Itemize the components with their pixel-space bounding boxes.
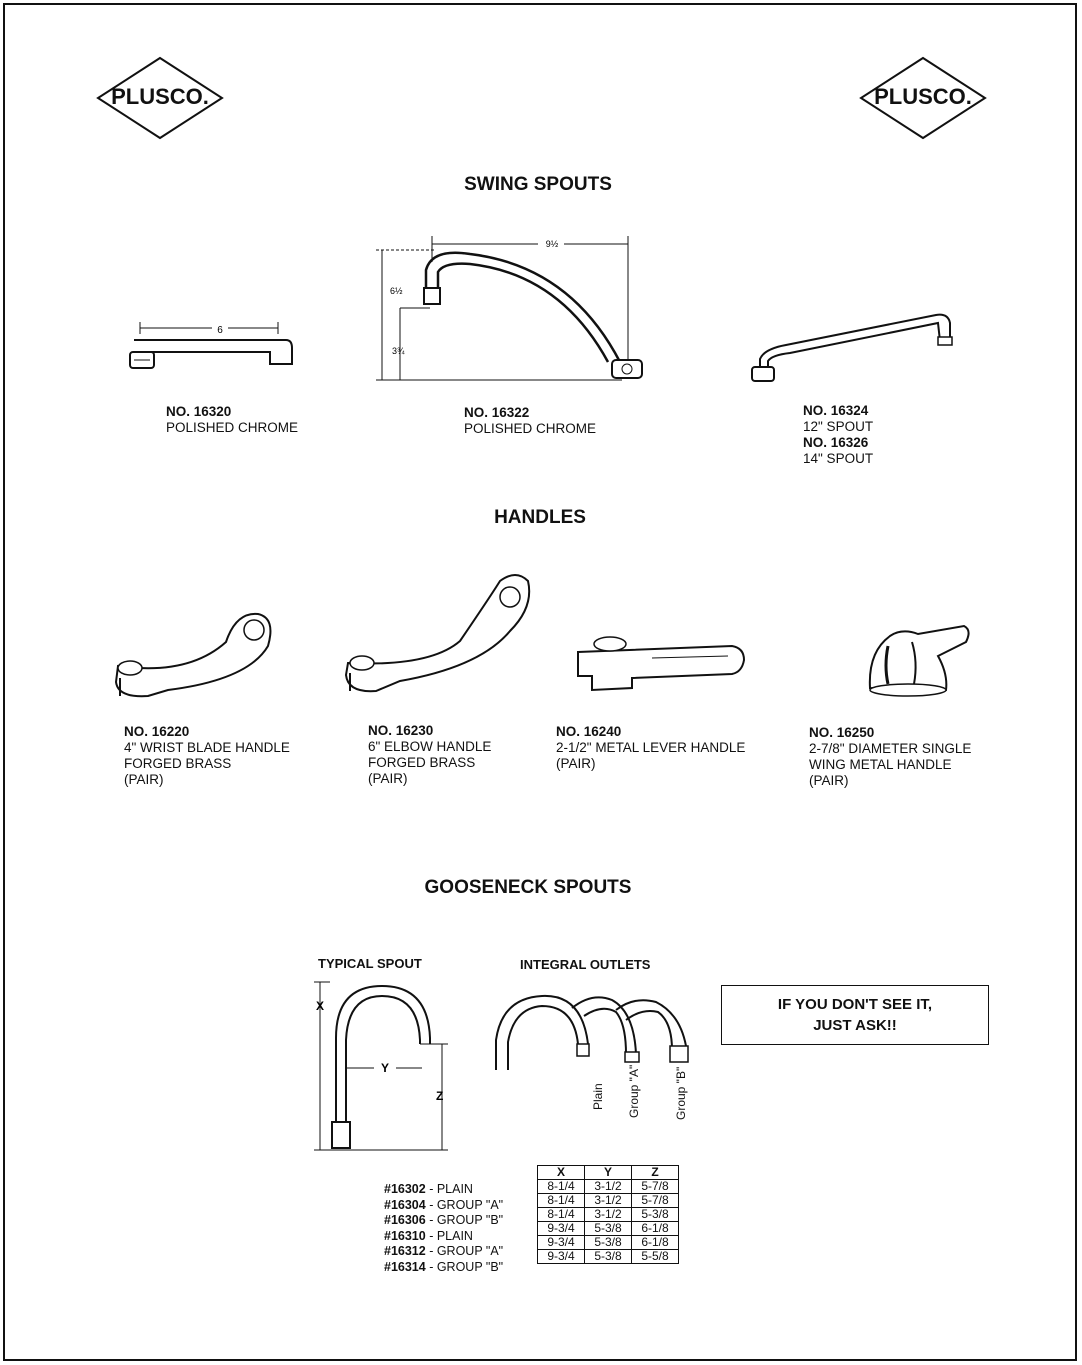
caption-16240: NO. 16240 2-1/2" METAL LEVER HANDLE (PAI… — [556, 724, 746, 771]
handle-16220-illustration — [114, 612, 272, 698]
notice-line-1: IF YOU DON'T SEE IT, — [777, 996, 933, 1013]
table-header-row: X Y Z — [537, 1165, 679, 1180]
caption-16220: NO. 16220 4" WRIST BLADE HANDLE FORGED B… — [124, 724, 290, 787]
list-item: #16310 - PLAIN — [384, 1228, 473, 1243]
list-item: #16306 - GROUP "B" — [384, 1213, 504, 1227]
notice-line-2: JUST ASK!! — [813, 1017, 897, 1034]
outlet-plain-label: Plain — [591, 1083, 605, 1110]
section-title-handles: HANDLES — [494, 507, 586, 528]
section-title-gooseneck-spouts: GOOSENECK SPOUTS — [424, 877, 632, 898]
svg-text:Z: Z — [436, 1089, 443, 1103]
logo-text: PLUSCO. — [111, 84, 209, 109]
section-title-swing-spouts: SWING SPOUTS — [464, 174, 612, 195]
logo-text: PLUSCO. — [874, 84, 972, 109]
list-item: #16304 - GROUP "A" — [384, 1197, 504, 1212]
caption-16250: NO. 16250 2-7/8" DIAMETER SINGLE WING ME… — [809, 725, 972, 788]
caption-16320: NO. 16320 POLISHED CHROME — [166, 404, 299, 435]
spout-16322-illustration: 9½ 6½ 3¾ — [376, 236, 643, 381]
model-list: #16302 - PLAIN #16304 - GROUP "A" #16306… — [384, 1182, 503, 1275]
caption-16324: NO. 16324 12" SPOUT NO. 16326 14" SPOUT — [803, 403, 874, 466]
plusco-logo-right: PLUSCO. — [859, 56, 987, 140]
integral-outlets-illustration — [495, 994, 689, 1070]
outlet-group-b-label: Group "B" — [674, 1066, 688, 1120]
svg-text:3¾: 3¾ — [392, 346, 405, 356]
list-item: #16302 - PLAIN — [384, 1182, 473, 1196]
svg-text:X: X — [316, 999, 324, 1013]
list-item: #16314 - GROUP "B" — [384, 1259, 504, 1274]
svg-text:Y: Y — [381, 1061, 389, 1075]
svg-text:6½: 6½ — [390, 286, 403, 296]
page-border — [3, 3, 1077, 1361]
caption-16230: NO. 16230 6" ELBOW HANDLE FORGED BRASS (… — [368, 723, 492, 786]
plusco-logo-left: PLUSCO. — [96, 56, 224, 140]
handle-16230-illustration — [344, 574, 531, 693]
caption-16322: NO. 16322 POLISHED CHROME — [464, 405, 597, 436]
dim-6: 6 — [217, 325, 223, 336]
typical-spout-illustration: X Y Z — [314, 981, 448, 1151]
spout-16324-illustration — [751, 313, 953, 382]
outlet-group-a-label: Group "A" — [627, 1064, 641, 1118]
notice-box: IF YOU DON'T SEE IT, JUST ASK!! — [721, 985, 989, 1045]
handle-16250-illustration — [868, 624, 970, 697]
spout-16320-illustration: 6 — [129, 322, 293, 369]
integral-outlets-label: INTEGRAL OUTLETS — [520, 957, 651, 972]
list-item: #16312 - GROUP "A" — [384, 1244, 504, 1258]
handle-16240-illustration — [577, 636, 746, 692]
typical-spout-label: TYPICAL SPOUT — [318, 956, 422, 971]
svg-text:9½: 9½ — [546, 239, 559, 249]
